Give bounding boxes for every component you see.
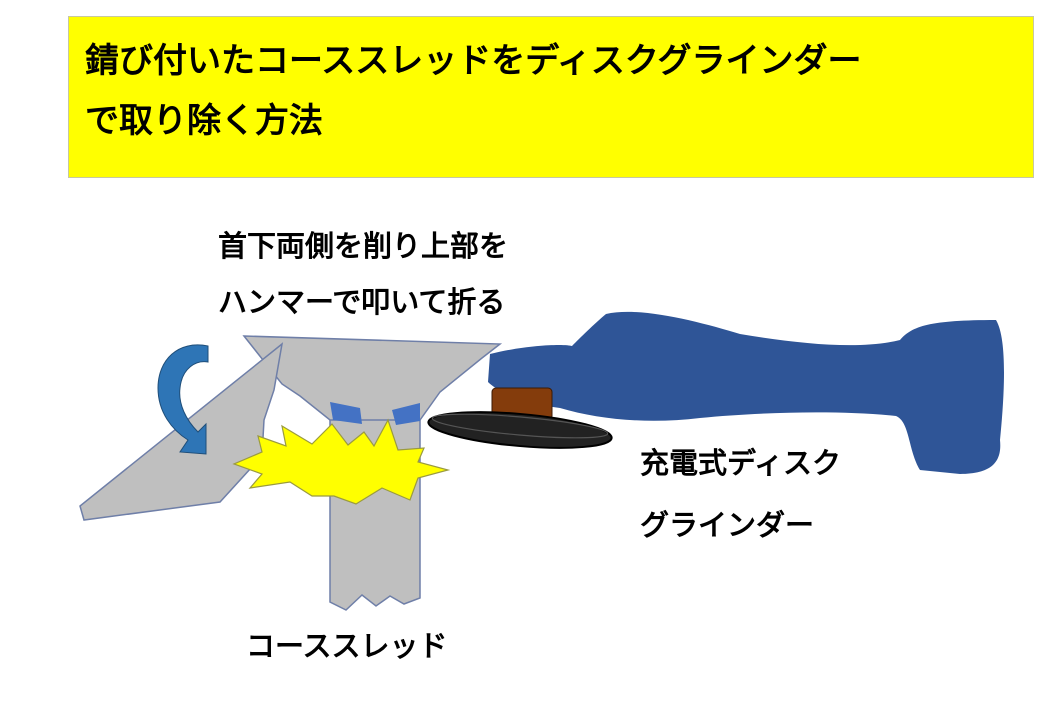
screw-label: コーススレッド [246,629,448,663]
screw-shaft [329,404,421,611]
grinding-disc-rim [431,413,609,439]
instruction-label: 首下両側を削り上部を ハンマーで叩いて折る [218,218,508,330]
cut-notch-left [330,402,362,424]
disc-grinder-body [488,311,1004,474]
curved-arrow-icon [157,344,209,455]
screw-head [242,335,503,421]
cut-notch-right [392,403,420,425]
spark-burst-icon [232,418,451,505]
title-box: 錆び付いたコーススレッドをディスクグラインダー で取り除く方法 [68,16,1034,178]
grinder-label-line-2: グラインダー [640,508,815,542]
instruction-line-2: ハンマーで叩いて折る [218,285,506,319]
title-line-2: で取り除く方法 [85,101,323,141]
grinder-label-line-1: 充電式ディスク [640,446,841,480]
grinder-label: 充電式ディスク グラインダー [640,432,841,556]
title-line-1: 錆び付いたコーススレッドをディスクグラインダー [85,41,862,81]
grinding-disc [427,411,613,449]
instruction-line-1: 首下両側を削り上部を [218,229,509,263]
